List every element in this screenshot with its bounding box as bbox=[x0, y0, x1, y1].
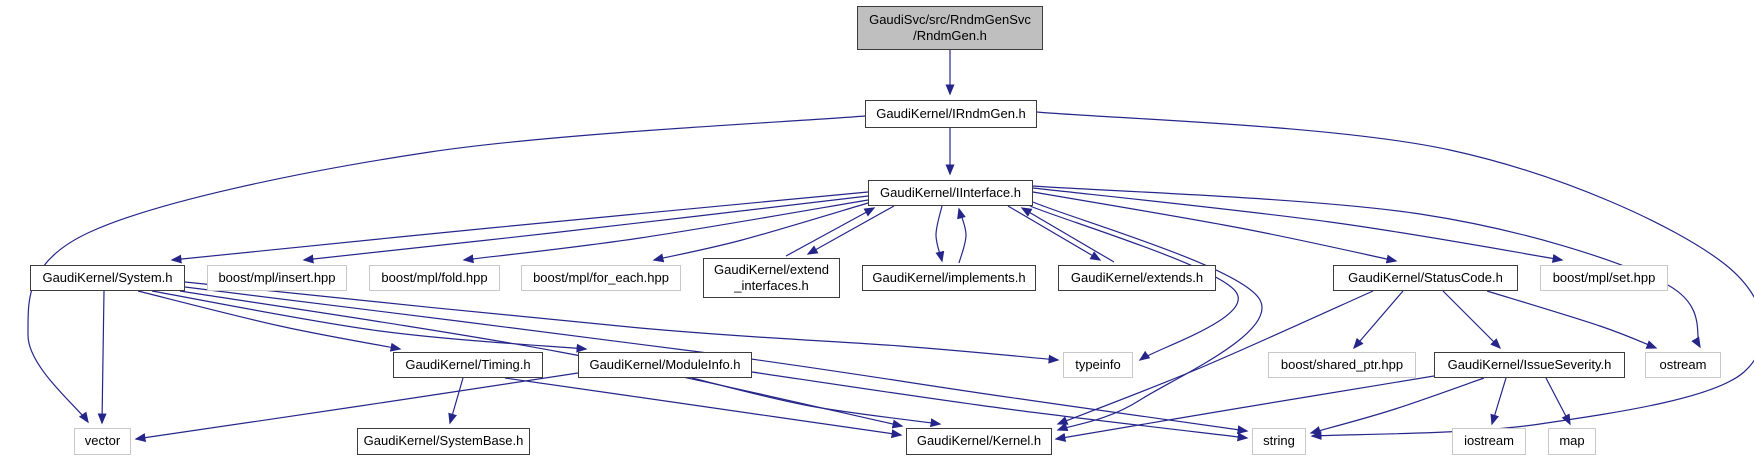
graph-node-vector[interactable]: vector bbox=[74, 428, 131, 455]
graph-node-kernel[interactable]: GaudiKernel/Kernel.h bbox=[906, 428, 1052, 455]
graph-node-fold[interactable]: boost/mpl/fold.hpp bbox=[369, 265, 500, 291]
edge-issueseverity-to-string bbox=[1309, 377, 1485, 435]
graph-node-extendif[interactable]: GaudiKernel/extend _interfaces.h bbox=[703, 258, 840, 298]
edge-iinterface-to-statuscode bbox=[1032, 191, 1398, 264]
edge-iinterface-to-extendif bbox=[806, 205, 895, 255]
graph-node-ostream[interactable]: ostream bbox=[1645, 352, 1721, 378]
edge-timing-to-systembase bbox=[448, 377, 464, 425]
edge-system-to-string bbox=[184, 286, 1249, 435]
edge-iinterface-to-system bbox=[170, 191, 869, 264]
graph-node-map[interactable]: map bbox=[1548, 428, 1596, 455]
graph-node-foreach[interactable]: boost/mpl/for_each.hpp bbox=[521, 265, 681, 291]
graph-node-insert[interactable]: boost/mpl/insert.hpp bbox=[207, 265, 347, 291]
edge-iinterface-to-extends bbox=[1007, 205, 1102, 261]
edge-iinterface-to-foreach bbox=[652, 202, 869, 263]
edge-iinterface-to-insert bbox=[302, 195, 869, 264]
graph-node-rndmgen: GaudiSvc/src/RndmGenSvc /RndmGen.h bbox=[857, 6, 1043, 50]
edge-iinterface-to-implements bbox=[935, 205, 945, 263]
edge-statuscode-to-sharedptr bbox=[1353, 290, 1404, 350]
edge-system-to-vector bbox=[97, 290, 107, 425]
graph-node-moduleinfo[interactable]: GaudiKernel/ModuleInfo.h bbox=[578, 352, 752, 378]
edge-extends-to-iinterface bbox=[1020, 207, 1115, 263]
edge-iinterface-to-set bbox=[1032, 187, 1564, 263]
edge-issueseverity-to-kernel bbox=[1054, 375, 1435, 442]
graph-node-string[interactable]: string bbox=[1252, 428, 1306, 455]
edge-timing-to-kernel bbox=[504, 377, 903, 439]
edge-moduleinfo-to-kernel bbox=[691, 377, 942, 428]
edge-issueseverity-to-iostream bbox=[1490, 377, 1507, 426]
edge-iinterface-to-kernel bbox=[1032, 201, 1263, 431]
edge-statuscode-to-kernel bbox=[1056, 290, 1374, 425]
edge-issueseverity-to-map bbox=[1545, 377, 1571, 426]
edge-irndmgen-to-string bbox=[1036, 111, 1754, 440]
graph-node-statuscode[interactable]: GaudiKernel/StatusCode.h bbox=[1333, 265, 1518, 291]
edge-system-to-moduleinfo bbox=[151, 290, 588, 353]
edge-iinterface-to-ostream bbox=[1032, 185, 1701, 349]
graph-node-iinterface[interactable]: GaudiKernel/IInterface.h bbox=[868, 180, 1033, 206]
graph-node-systembase[interactable]: GaudiKernel/SystemBase.h bbox=[357, 428, 530, 455]
graph-node-timing[interactable]: GaudiKernel/Timing.h bbox=[393, 352, 543, 378]
graph-node-system[interactable]: GaudiKernel/System.h bbox=[30, 265, 185, 291]
graph-node-implements[interactable]: GaudiKernel/implements.h bbox=[862, 265, 1036, 291]
edge-irndmgen-to-vector bbox=[27, 115, 866, 424]
graph-node-set[interactable]: boost/mpl/set.hpp bbox=[1540, 265, 1668, 291]
edge-statuscode-to-issueseverity bbox=[1442, 290, 1502, 350]
edge-statuscode-to-ostream bbox=[1486, 290, 1658, 349]
graph-node-sharedptr[interactable]: boost/shared_ptr.hpp bbox=[1268, 352, 1416, 378]
edge-moduleinfo-to-vector bbox=[134, 372, 579, 443]
edge-extendif-to-iinterface bbox=[785, 207, 876, 257]
graph-node-issueseverity[interactable]: GaudiKernel/IssueSeverity.h bbox=[1434, 352, 1625, 378]
graph-node-typeinfo[interactable]: typeinfo bbox=[1063, 352, 1133, 378]
edge-moduleinfo-to-string bbox=[751, 371, 1249, 442]
edge-system-to-timing bbox=[137, 290, 402, 352]
graph-node-irndmgen[interactable]: GaudiKernel/IRndmGen.h bbox=[865, 100, 1037, 128]
graph-node-iostream[interactable]: iostream bbox=[1452, 428, 1526, 455]
graph-node-extends[interactable]: GaudiKernel/extends.h bbox=[1058, 265, 1216, 291]
edge-implements-to-iinterface bbox=[957, 207, 967, 264]
edge-iinterface-to-typeinfo bbox=[1029, 205, 1239, 361]
edge-iinterface-to-fold bbox=[462, 199, 869, 264]
edge-system-to-typeinfo bbox=[184, 281, 1060, 364]
